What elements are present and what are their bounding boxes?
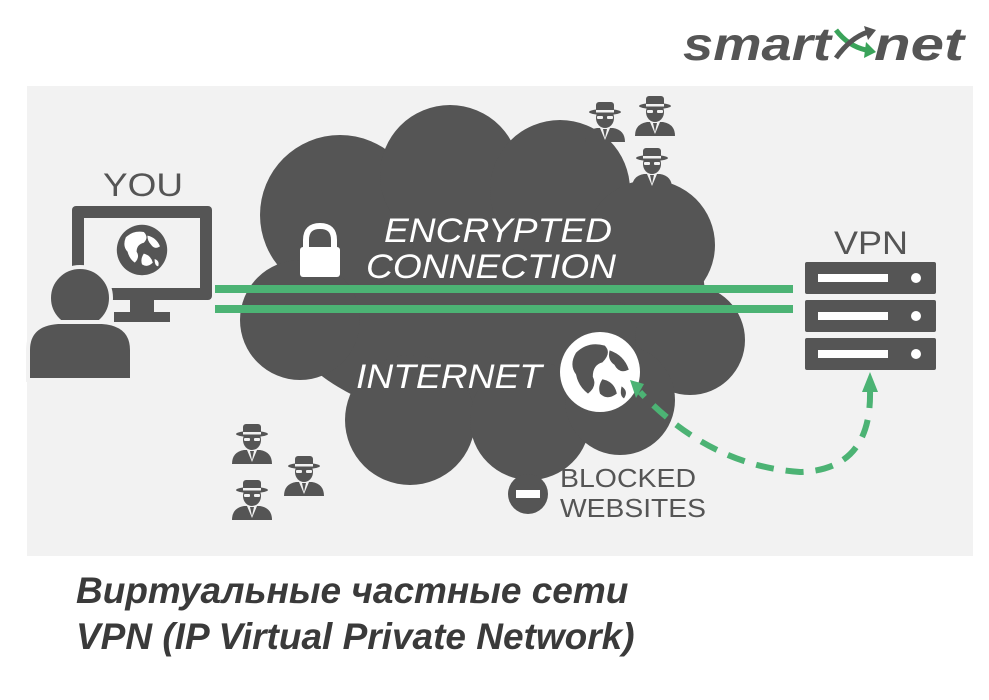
encrypted-label-line2: CONNECTION — [366, 248, 616, 286]
encrypted-label-line1: ENCRYPTED — [384, 212, 612, 250]
lock-icon — [300, 222, 340, 277]
logo-text-right: net — [874, 18, 966, 70]
internet-label: INTERNET — [356, 358, 544, 396]
blocked-icon — [508, 474, 548, 514]
caption-line1: Виртуальные частные сети — [76, 570, 629, 611]
encrypted-tunnel — [215, 285, 793, 313]
logo-arrows-icon — [833, 26, 876, 60]
internet-globe-icon — [560, 332, 640, 412]
dashed-arrow-icon — [630, 372, 878, 476]
vpn-server-icon — [805, 262, 936, 370]
caption: Виртуальные частные сети VPN (IP Virtual… — [76, 568, 635, 660]
blocked-label-line1: BLOCKED — [560, 463, 696, 493]
user-icon — [26, 265, 134, 382]
caption-line2: VPN (IP Virtual Private Network) — [76, 616, 635, 657]
monitor-icon — [72, 206, 212, 322]
logo-text-left: smart — [683, 18, 833, 70]
blocked-label-line2: WEBSITES — [560, 493, 706, 523]
vpn-label: VPN — [834, 225, 908, 261]
you-label: YOU — [103, 167, 183, 203]
monitor-globe-icon — [116, 224, 168, 276]
smartnet-logo: smart net — [683, 18, 966, 70]
